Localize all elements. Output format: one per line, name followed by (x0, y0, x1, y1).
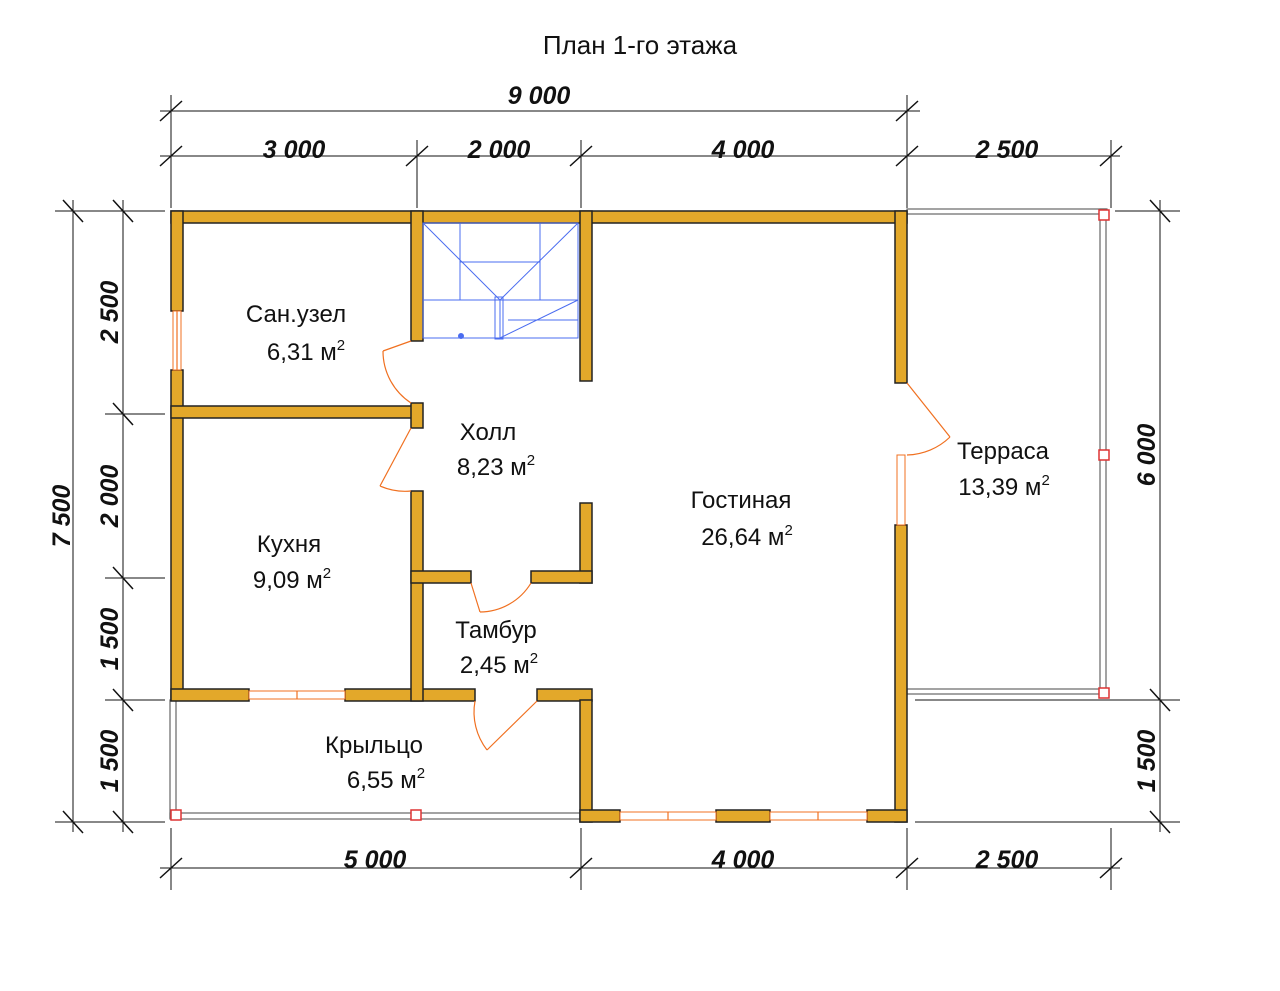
staircase (422, 222, 579, 340)
room-name: Сан.узел (246, 301, 346, 328)
room-label-hall: Холл 8,23 м2 (457, 419, 535, 481)
dimension-lines (55, 95, 1180, 890)
dim-left-2: 2 000 (96, 465, 124, 529)
room-area: 9,09 м2 (253, 565, 331, 594)
room-name: Холл (460, 419, 517, 446)
walls (170, 210, 908, 823)
room-area: 13,39 м2 (958, 472, 1050, 501)
room-label-porch: Крыльцо 6,55 м2 (325, 732, 425, 794)
room-name: Кухня (257, 531, 321, 558)
room-name: Терраса (957, 438, 1050, 465)
room-label-tambour: Тамбур 2,45 м2 (455, 617, 538, 679)
room-label-bathroom: Сан.узел 6,31 м2 (246, 301, 346, 366)
dim-top-1: 3 000 (263, 136, 326, 164)
dim-left-4: 1 500 (96, 730, 124, 793)
dim-bottom-3: 2 500 (975, 846, 1039, 874)
dim-right-1: 6 000 (1133, 424, 1161, 487)
dim-bottom-1: 5 000 (344, 846, 407, 874)
dim-top-total: 9 000 (508, 82, 571, 110)
room-area: 8,23 м2 (457, 452, 535, 481)
dim-top-3: 4 000 (711, 136, 775, 164)
posts (170, 209, 1110, 821)
dim-left-total: 7 500 (48, 485, 76, 548)
dim-top-2: 2 000 (467, 136, 531, 164)
room-label-living-room: Гостиная 26,64 м2 (691, 487, 793, 551)
dim-right-2: 1 500 (1133, 730, 1161, 793)
room-area: 6,31 м2 (267, 337, 345, 366)
dim-top-4: 2 500 (975, 136, 1039, 164)
room-label-kitchen: Кухня 9,09 м2 (253, 531, 331, 594)
dim-bottom-2: 4 000 (711, 846, 775, 874)
room-name: Гостиная (691, 487, 792, 514)
plan-title: План 1-го этажа (543, 30, 738, 60)
room-label-terrace: Терраса 13,39 м2 (957, 438, 1050, 501)
dim-left-1: 2 500 (96, 281, 124, 345)
windows (172, 310, 906, 821)
room-area: 6,55 м2 (347, 765, 425, 794)
room-name: Тамбур (455, 617, 536, 644)
room-area: 26,64 м2 (701, 522, 793, 551)
dim-left-3: 1 500 (96, 608, 124, 671)
room-area: 2,45 м2 (460, 650, 538, 679)
room-name: Крыльцо (325, 732, 423, 759)
doors (379, 340, 951, 751)
